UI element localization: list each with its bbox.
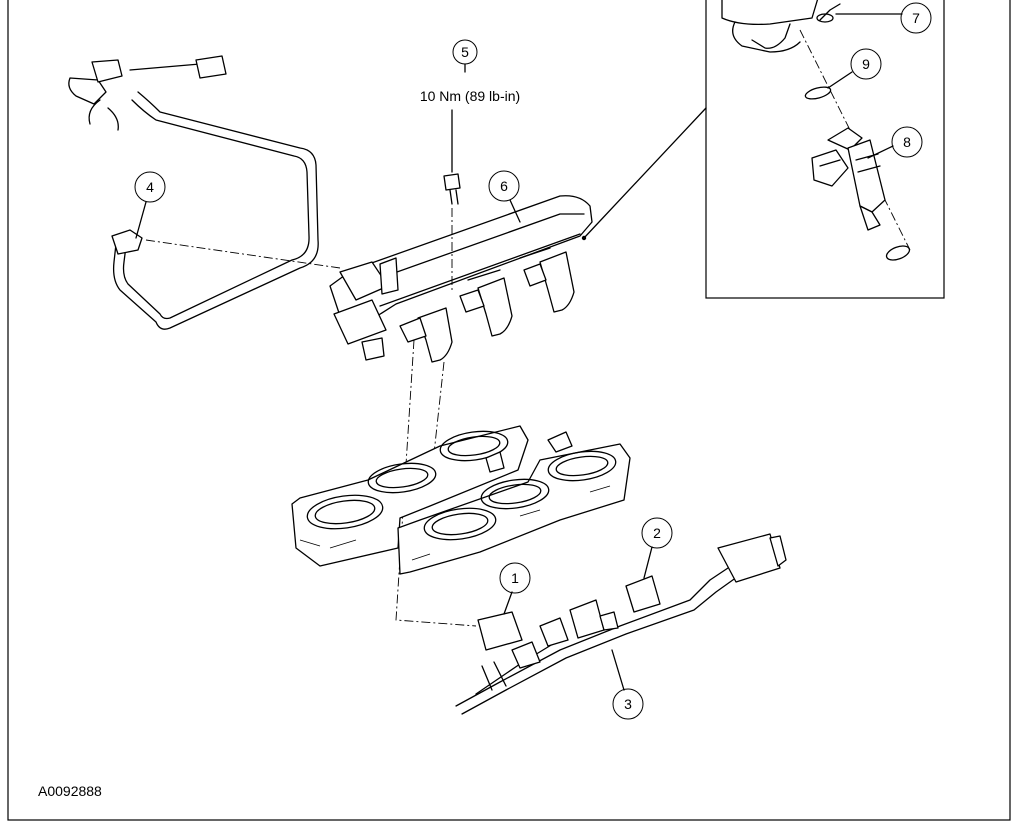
intake-manifold-gaskets <box>291 425 631 575</box>
injector-wiring-harness <box>455 533 787 715</box>
svg-text:4: 4 <box>146 179 154 195</box>
fuel-supply-tube <box>68 55 319 330</box>
diagram-border <box>7 0 1011 821</box>
svg-text:6: 6 <box>500 178 508 194</box>
svg-text:1: 1 <box>511 570 519 586</box>
callout-7: 7 <box>835 2 932 34</box>
callout-6: 6 <box>488 170 521 223</box>
callout-9: 9 <box>827 48 882 89</box>
callout-4: 4 <box>134 171 166 239</box>
fuel-rail <box>329 195 593 363</box>
svg-text:8: 8 <box>903 134 911 150</box>
svg-text:5: 5 <box>461 44 469 60</box>
callout-1: 1 <box>499 562 531 615</box>
svg-text:2: 2 <box>653 525 661 541</box>
callout-5: 5 <box>452 39 478 73</box>
inset-leader-line <box>583 107 707 239</box>
figure-id-label: A0092888 <box>38 783 102 799</box>
callout-2: 2 <box>641 517 673 579</box>
svg-text:3: 3 <box>624 696 632 712</box>
retaining-bolt <box>443 173 461 205</box>
injector-detail-inset <box>705 0 945 299</box>
torque-spec-label: 10 Nm (89 lb-in) <box>420 88 520 104</box>
fuel-injector-detail <box>811 127 886 231</box>
callout-8: 8 <box>867 126 923 159</box>
svg-text:9: 9 <box>862 56 870 72</box>
svg-text:7: 7 <box>912 10 920 26</box>
callout-3: 3 <box>611 649 644 720</box>
